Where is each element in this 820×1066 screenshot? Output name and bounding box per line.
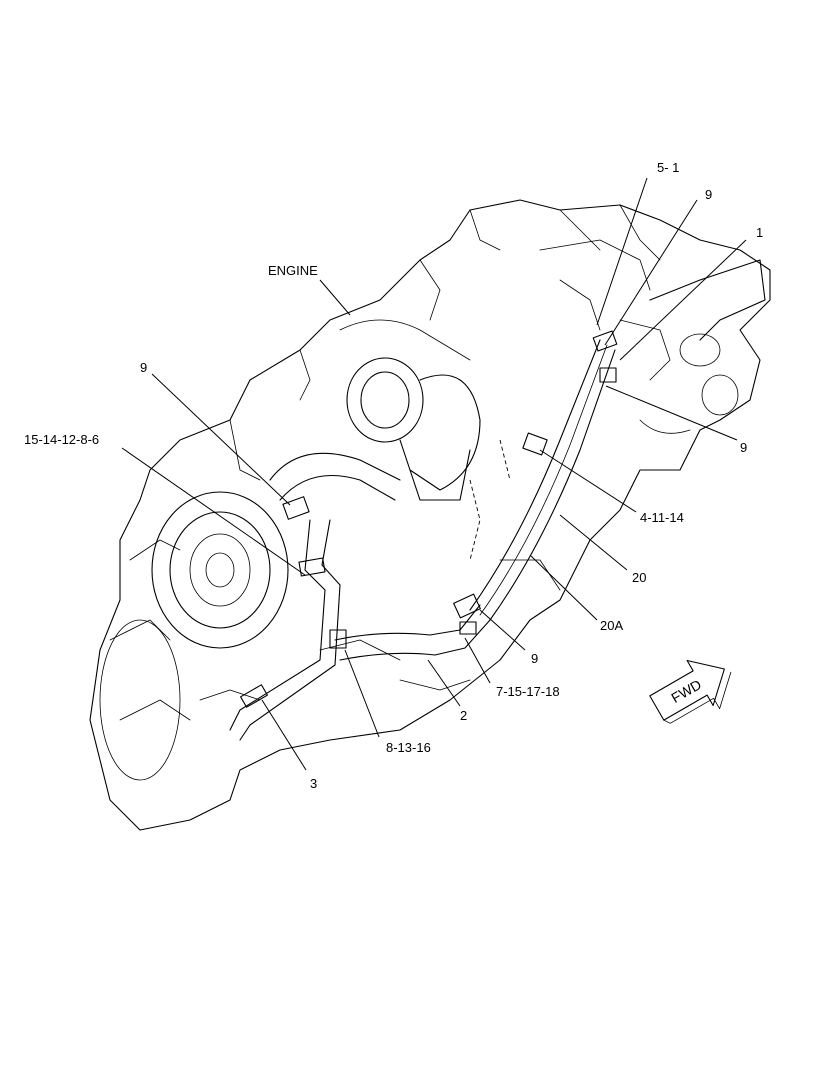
callout-9-top: 9 [705, 187, 712, 202]
callout-9-mid: 9 [531, 651, 538, 666]
intake-pipe [269, 452, 401, 501]
clamps [240, 330, 618, 708]
callout-9-left: 9 [140, 360, 147, 375]
callout-4-11-14: 4-11-14 [640, 510, 684, 525]
crank-pulley [99, 491, 289, 781]
callout-5-1: 5- 1 [657, 160, 679, 175]
callout-7-15-17-18: 7-15-17-18 [496, 684, 560, 699]
callout-15-14-12-8-6: 15-14-12-8-6 [24, 432, 99, 447]
tube-3 [229, 519, 341, 741]
right-components [619, 259, 766, 434]
turbocharger [339, 319, 481, 501]
callout-8-13-16: 8-13-16 [386, 740, 431, 755]
callout-2: 2 [460, 708, 467, 723]
callout-3: 3 [310, 776, 317, 791]
tube-2 [334, 604, 491, 661]
hose-20 [469, 339, 616, 621]
label-engine: ENGINE [268, 263, 318, 278]
callout-1: 1 [756, 225, 763, 240]
callout-20A: 20A [600, 618, 623, 633]
callout-9-right: 9 [740, 440, 747, 455]
fwd-arrow-icon: FWD [649, 659, 732, 724]
leader-lines [121, 177, 747, 771]
fwd-text: FWD [668, 676, 704, 706]
callout-20: 20 [632, 570, 646, 585]
